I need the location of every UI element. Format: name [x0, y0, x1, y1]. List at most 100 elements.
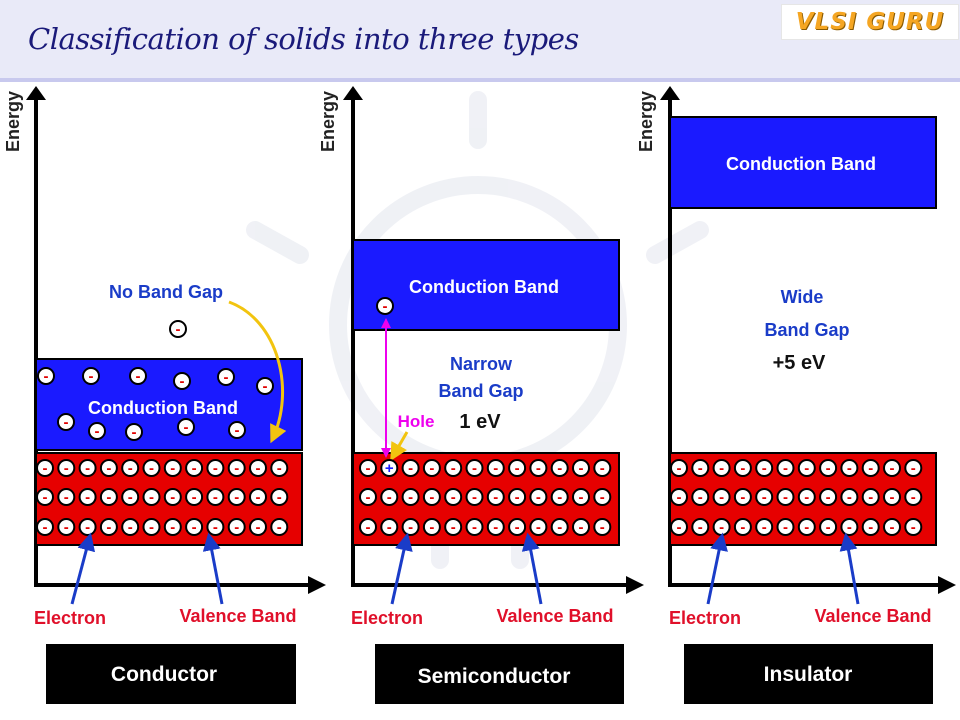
electron: -: [508, 488, 527, 506]
electron-circle: [270, 518, 289, 536]
electron-symbol: -: [493, 460, 498, 477]
conductor-y-arrowhead: [26, 86, 46, 100]
electron: -: [78, 518, 97, 536]
electron: -: [572, 488, 590, 506]
electron-symbol: -: [677, 460, 682, 477]
free-electron: -: [129, 367, 147, 385]
electron-circle: [249, 459, 267, 477]
electron-symbol: -: [213, 519, 218, 536]
electron-circle: [465, 459, 484, 477]
electron-circle: [755, 488, 774, 506]
electron: -: [550, 518, 569, 536]
electron-symbol: -: [149, 489, 154, 506]
semiconductor-energy-label: Energy: [318, 91, 338, 152]
electron: -: [883, 488, 901, 506]
free-electron-symbol: -: [136, 368, 141, 385]
electron-symbol: -: [387, 519, 392, 536]
electron-symbol: -: [515, 460, 520, 477]
free-electron-circle: [129, 367, 147, 385]
electron-symbol: -: [847, 489, 852, 506]
electron: -: [57, 459, 76, 477]
electron: -: [529, 459, 548, 477]
free-electron-symbol: -: [235, 422, 240, 439]
conductor-x-arrowhead: [308, 576, 326, 594]
insulator-valence-arrow: [839, 532, 860, 605]
free-electron-symbol: -: [132, 424, 137, 441]
electron: -: [797, 518, 816, 536]
free-electron-circle: [37, 367, 55, 385]
electron-symbol: -: [600, 489, 605, 506]
electron-circle: [593, 488, 612, 506]
electron: -: [508, 459, 527, 477]
electron-symbol: -: [536, 519, 541, 536]
semiconductor-free-electron: -: [376, 297, 394, 315]
electron: -: [444, 459, 463, 477]
electron-symbol: -: [557, 519, 562, 536]
electron-symbol: -: [192, 519, 197, 536]
electron: -: [883, 518, 901, 536]
electron-circle: [206, 459, 225, 477]
electron-circle: [529, 488, 548, 506]
electron: -: [249, 488, 267, 506]
electron-circle: [819, 459, 838, 477]
electron-symbol: -: [149, 519, 154, 536]
conductor-valence-label: Valence Band: [179, 606, 296, 626]
electron-circle: [249, 518, 267, 536]
electron-circle: [142, 459, 161, 477]
electron-circle: [121, 459, 140, 477]
excited-electron-circle: [376, 297, 394, 315]
electron: -: [861, 488, 880, 506]
semiconductor-gap-line1: Narrow: [450, 354, 513, 374]
electron-symbol: -: [192, 460, 197, 477]
electron-circle: [819, 518, 838, 536]
free-electron: -: [177, 418, 195, 436]
electron: -: [819, 488, 838, 506]
electron-symbol: -: [429, 489, 434, 506]
electron: -: [819, 518, 838, 536]
electron-circle: [776, 459, 795, 477]
free-electron-circle: [228, 421, 246, 439]
electron: -: [185, 459, 204, 477]
electron: -: [776, 488, 795, 506]
electron: -: [78, 459, 97, 477]
electron: -: [99, 518, 118, 536]
electron-circle: [57, 518, 76, 536]
semiconductor-conduction-band-label: Conduction Band: [409, 277, 559, 297]
free-electron-circle: [169, 320, 187, 338]
electron-symbol: -: [600, 519, 605, 536]
electron-symbol: -: [557, 460, 562, 477]
electron: -: [883, 459, 901, 477]
electron: -: [465, 518, 484, 536]
electron-symbol: -: [536, 489, 541, 506]
electron-symbol: -: [890, 489, 895, 506]
insulator-valence-label: Valence Band: [814, 606, 931, 626]
electron-symbol: -: [256, 489, 261, 506]
electron-circle: [670, 518, 688, 536]
insulator-valence-electrons: ------------------------------------: [670, 459, 923, 536]
electron-symbol: -: [170, 489, 175, 506]
electron: -: [529, 518, 548, 536]
electron: -: [57, 518, 76, 536]
electron: -: [121, 488, 140, 506]
electron: -: [121, 518, 140, 536]
conductor-electron-label: Electron: [34, 608, 106, 628]
free-electron: -: [57, 413, 75, 431]
electron: -: [670, 518, 688, 536]
electron-circle: [691, 459, 710, 477]
excited-electron: -: [376, 297, 394, 315]
electron: -: [422, 518, 441, 536]
semiconductor-y-arrowhead: [343, 86, 363, 100]
electron: -: [755, 488, 774, 506]
electron: -: [755, 518, 774, 536]
electron: -: [185, 518, 204, 536]
electron-symbol: -: [868, 460, 873, 477]
insulator-conduction-band-label: Conduction Band: [726, 154, 876, 174]
electron-symbol: -: [43, 519, 48, 536]
insulator-x-arrowhead: [938, 576, 956, 594]
free-electron-circle: [217, 368, 235, 386]
electron-symbol: -: [128, 519, 133, 536]
electron-circle: [36, 459, 54, 477]
electron-circle: [486, 459, 505, 477]
electron-circle: [465, 488, 484, 506]
electron-circle: [163, 459, 182, 477]
